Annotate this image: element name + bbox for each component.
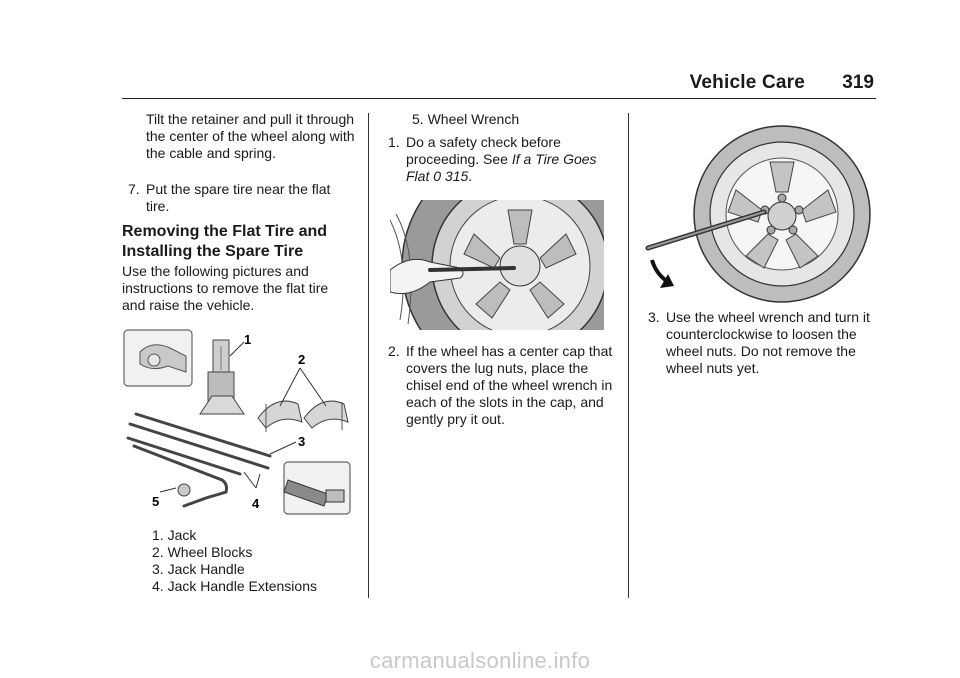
callout-leaders — [159, 341, 327, 493]
step-number: 7. — [128, 181, 140, 197]
cross-reference-link[interactable]: If a Tire Goes Flat — [406, 151, 597, 184]
step-text: Do a safety check before proceeding. See… — [406, 134, 597, 184]
wheel-blocks — [257, 400, 349, 432]
callout-1: 1 — [244, 332, 251, 347]
page-ref-icon: 0 — [433, 168, 442, 184]
jack — [199, 339, 245, 415]
step-text: Put the spare tire near the flat tire. — [146, 181, 331, 214]
step-1: 1. Do a safety check before proceeding. … — [388, 134, 616, 185]
legend-item: 1. Jack — [152, 527, 197, 543]
legend-item: 2. Wheel Blocks — [152, 544, 253, 560]
step-number: 1. — [388, 134, 400, 150]
wheel-wrench — [132, 444, 228, 508]
intro-paragraph: Use the following pictures and instructi… — [122, 263, 329, 313]
step-number: 3. — [648, 309, 660, 325]
step-2: 2. If the wheel has a center cap that co… — [388, 343, 616, 428]
legend-item: 4. Jack Handle Extensions — [152, 578, 317, 594]
retainer-paragraph: Tilt the retainer and pull it through th… — [146, 111, 355, 161]
loosen-wheel-nuts-illustration — [645, 125, 871, 303]
step-number: 2. — [388, 343, 400, 359]
page-section-title: Vehicle Care — [689, 72, 805, 93]
column-divider-2 — [628, 113, 629, 598]
legend-item: 3. Jack Handle — [152, 561, 245, 577]
callout-5: 5 — [152, 494, 159, 509]
callout-2: 2 — [298, 352, 305, 367]
step-3: 3. Use the wheel wrench and turn it coun… — [648, 309, 878, 377]
header-rule — [122, 98, 876, 99]
jack-kit-illustration: 1 2 3 4 5 — [123, 329, 351, 515]
watermark: carmanualsonline.info — [369, 648, 591, 673]
step-text: Use the wheel wrench and turn it counter… — [666, 309, 870, 376]
callout-4: 4 — [252, 496, 260, 511]
step-7: 7. Put the spare tire near the flat tire… — [128, 181, 356, 215]
legend-item-5: 5. Wheel Wrench — [412, 111, 520, 127]
page-ref: 315 — [444, 168, 469, 184]
section-heading: Removing the Flat Tire and Installing th… — [122, 223, 328, 260]
column-divider-1 — [368, 113, 369, 598]
jack-handle-rods — [126, 412, 272, 476]
step-text: If the wheel has a center cap that cover… — [406, 343, 613, 427]
page-number: 319 — [842, 72, 874, 93]
center-cap-removal-illustration — [390, 200, 604, 330]
callout-3: 3 — [298, 434, 305, 449]
kit-legend: 1. Jack 2. Wheel Blocks 3. Jack Handle 4… — [152, 527, 362, 595]
